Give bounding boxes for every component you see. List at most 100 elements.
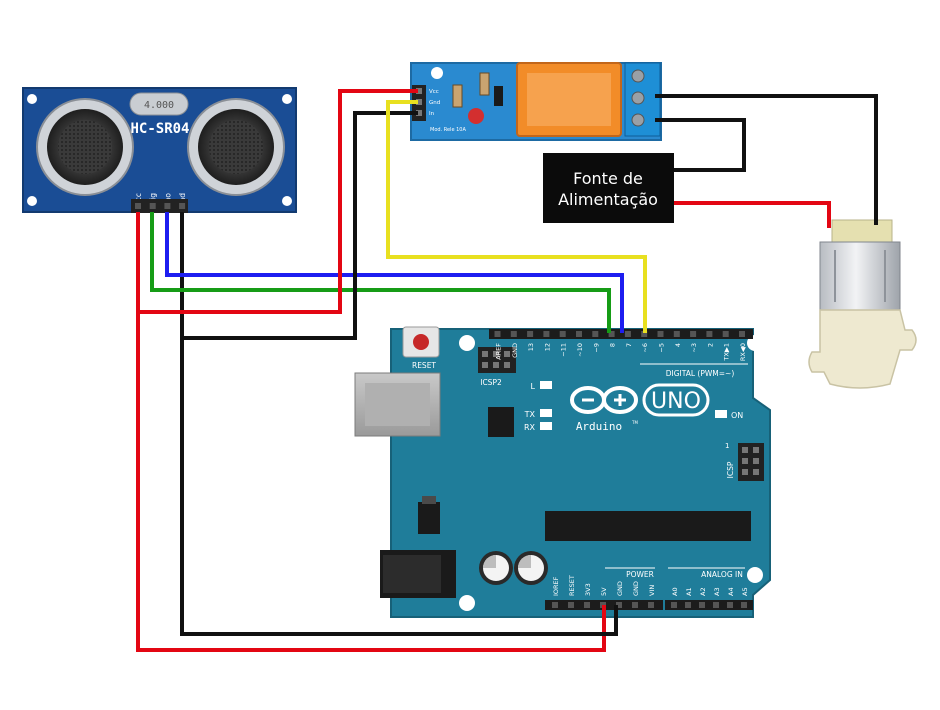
power-pin-label: IOREF (552, 576, 560, 596)
relay-pin-hole (416, 110, 422, 116)
digital-pin-label: ~10 (576, 343, 584, 357)
icsp-header (738, 443, 764, 481)
uno-badge (642, 383, 710, 417)
atmega-chip (545, 511, 751, 541)
digital-pin-hole (690, 331, 697, 337)
icsp-pin1-label: 1 (725, 442, 729, 450)
analog-pin-hole (741, 602, 747, 608)
analog-pin-hole (727, 602, 733, 608)
wire-sensor-vcc-5v (136, 212, 606, 652)
terminal-screw (631, 91, 645, 105)
power-pin-label: GND (616, 581, 624, 596)
analog-pin-hole (713, 602, 719, 608)
capacitor-1-mark (483, 555, 496, 568)
arduino-brand-text: Arduino (576, 420, 622, 433)
pump-motor (819, 241, 901, 311)
power-pin-hole (616, 602, 622, 608)
reset-button-cap (413, 334, 429, 350)
digital-pin-label: 4 (674, 343, 682, 347)
wires (136, 89, 878, 652)
led-l-label: L (531, 382, 536, 391)
status-led (468, 108, 484, 124)
relay-pin-holes (416, 88, 422, 116)
relay-pin-label: Vcc (429, 89, 439, 95)
wire-relay-supply (655, 118, 746, 172)
analog-pin-hole (671, 602, 677, 608)
transmitter-mesh (58, 120, 112, 174)
power-section-label: POWER (626, 570, 654, 579)
led-rx (540, 422, 552, 430)
pump-head (808, 309, 917, 389)
digital-pin-label: 8 (609, 343, 617, 347)
wire-relay-vcc (138, 89, 418, 314)
digital-pin-label: TX▶1 (723, 343, 731, 362)
resistor-1 (452, 84, 463, 108)
sensor-pin-header (131, 199, 188, 213)
analog-pin-holes (671, 602, 747, 608)
relay-pin-hole (416, 88, 422, 94)
led-l (540, 381, 552, 389)
icsp-pin (753, 458, 759, 464)
pump-cap (831, 219, 893, 243)
icsp-pin (742, 458, 748, 464)
icsp-pin (753, 469, 759, 475)
digital-pin-label: AREF (495, 343, 503, 360)
digital-section-label: DIGITAL (PWM=~) (666, 369, 735, 378)
analog-pin-hole (699, 602, 705, 608)
digital-header (489, 329, 753, 339)
arduino-trademark: TM (631, 420, 638, 425)
power-supply-label-line2: Alimentação (558, 190, 658, 209)
mounting-hole (282, 196, 292, 206)
power-pin-label: 3V3 (584, 583, 592, 596)
analog-pin-hole (685, 602, 691, 608)
power-pin-hole (632, 602, 638, 608)
power-pin-hole (552, 602, 558, 608)
digital-pin-label: ~3 (690, 343, 698, 353)
analog-section-label: ANALOG IN (701, 570, 743, 579)
digital-pin-hole (559, 331, 566, 337)
voltage-regulator (418, 502, 440, 534)
relay-module-text: Mod. Rele 10A (430, 127, 466, 133)
analog-pin-label: A1 (685, 587, 693, 596)
terminal-screw (631, 69, 645, 83)
power-pin-hole (568, 602, 574, 608)
wire-supply-pump (674, 201, 831, 228)
power-pin-label: RESET (568, 575, 576, 596)
icsp-pin (742, 447, 748, 453)
digital-pin-hole (673, 331, 680, 337)
led-tx (540, 409, 552, 417)
wire-trig-pin9 (150, 212, 611, 333)
logo-right-loop (602, 386, 638, 414)
water-pump (808, 219, 917, 389)
led-on-label: ON (731, 411, 743, 420)
digital-pin-hole (527, 331, 534, 337)
led-rx-label: RX (524, 423, 536, 432)
icsp2-pin (504, 362, 510, 368)
sensor-pin-hole (149, 203, 156, 209)
digital-pin-hole (494, 331, 501, 337)
relay-pin-hole (416, 99, 422, 105)
mounting-hole (431, 67, 443, 79)
digital-pin-label: ~11 (560, 343, 568, 357)
digital-pin-label: 2 (706, 343, 714, 347)
arduino-pcb (390, 328, 771, 618)
crystal-oscillator (129, 92, 189, 116)
digital-pin-label: ~9 (592, 343, 600, 353)
mounting-hole (459, 595, 475, 611)
mounting-hole (459, 335, 475, 351)
digital-pin-hole (739, 331, 745, 337)
icsp2-label: ICSP2 (480, 378, 502, 387)
uno-text: UNO (651, 389, 701, 414)
arduino-logo: UNO Arduino TM (570, 383, 710, 433)
power-pin-label: VIN (648, 585, 656, 596)
power-supply-box: Fonte de Alimentação (543, 153, 674, 223)
digital-pin-hole (543, 331, 550, 337)
resistor-2 (479, 72, 490, 96)
wire-relay-in-pin7 (386, 100, 647, 333)
analog-header (665, 600, 753, 610)
wire-relay-pump (655, 94, 878, 225)
usb-chip (488, 407, 514, 437)
